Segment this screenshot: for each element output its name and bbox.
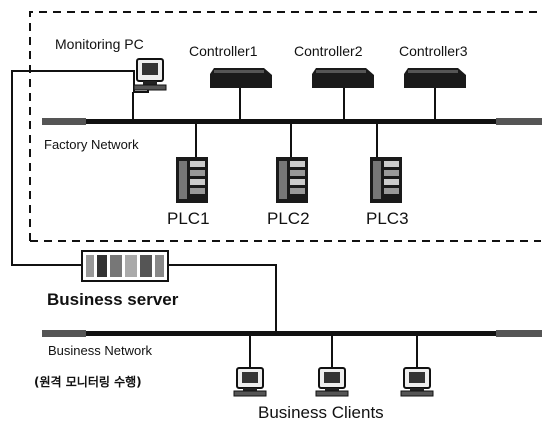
plc-3-icon xyxy=(370,157,402,203)
factory-network-label: Factory Network xyxy=(44,137,139,152)
factory-network-bus xyxy=(42,118,542,125)
business-client-3-icon xyxy=(400,367,434,397)
business-network-label: Business Network xyxy=(48,343,153,358)
controller-3-icon xyxy=(404,68,466,88)
controller-3-label: Controller3 xyxy=(399,43,468,59)
monitoring-pc-icon xyxy=(133,58,167,91)
business-client-2-icon xyxy=(315,367,349,397)
plc-2-label: PLC2 xyxy=(267,209,310,228)
remote-monitoring-label: (원격 모니터링 수행) xyxy=(34,374,142,389)
plc-2-icon xyxy=(276,157,308,203)
plc-3-label: PLC3 xyxy=(366,209,409,228)
controller-1-icon xyxy=(210,68,272,88)
business-clients-label: Business Clients xyxy=(258,403,384,422)
controller-1-label: Controller1 xyxy=(189,43,258,59)
server-link xyxy=(168,264,277,331)
monitoring-link xyxy=(11,70,149,266)
plc-1-label: PLC1 xyxy=(167,209,210,228)
plc-1-icon xyxy=(176,157,208,203)
business-network-bus xyxy=(42,330,542,337)
business-server-icon xyxy=(81,250,169,282)
business-client-1-icon xyxy=(233,367,267,397)
monitoring-pc-label: Monitoring PC xyxy=(55,36,144,52)
controller-2-icon xyxy=(312,68,374,88)
controller-2-label: Controller2 xyxy=(294,43,363,59)
factory-boundary xyxy=(29,11,541,242)
business-server-label: Business server xyxy=(47,290,179,309)
